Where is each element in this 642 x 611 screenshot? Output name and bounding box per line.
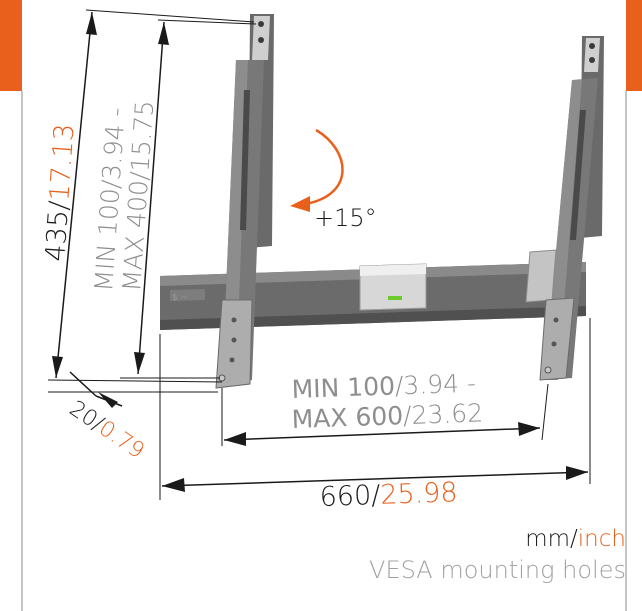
tilt-arrow	[290, 128, 344, 212]
orange-panel-left	[0, 0, 22, 91]
frame-top-fill	[22, 0, 626, 91]
width-label: 660/25.98	[319, 477, 458, 513]
vesa-vertical-dimension	[120, 19, 257, 379]
vesa-horizontal-line1: MIN 100/3.94 -	[291, 369, 476, 404]
width-dimension	[159, 318, 591, 500]
depth-dimension	[48, 371, 218, 408]
left-vertical-arm	[215, 14, 274, 389]
vesa-caption: VESA mounting holes	[369, 556, 626, 584]
unit-inch: inch	[577, 526, 626, 552]
height-dimension	[47, 9, 255, 383]
unit-mm: mm/	[525, 526, 578, 552]
height-label: 435/17.13	[40, 123, 81, 263]
tilt-label: +15°	[314, 204, 377, 232]
depth-label: 20/0.79	[65, 396, 149, 464]
units-legend: mm/inch	[525, 526, 626, 552]
vesa-horizontal-dimension	[221, 383, 549, 446]
orange-panel-right	[626, 0, 642, 91]
svg-text:$ ~: $ ~	[172, 293, 188, 303]
center-lock	[359, 263, 427, 311]
right-vertical-arm	[525, 36, 604, 381]
vesa-horizontal-line2: MAX 600/23.62	[291, 398, 483, 434]
